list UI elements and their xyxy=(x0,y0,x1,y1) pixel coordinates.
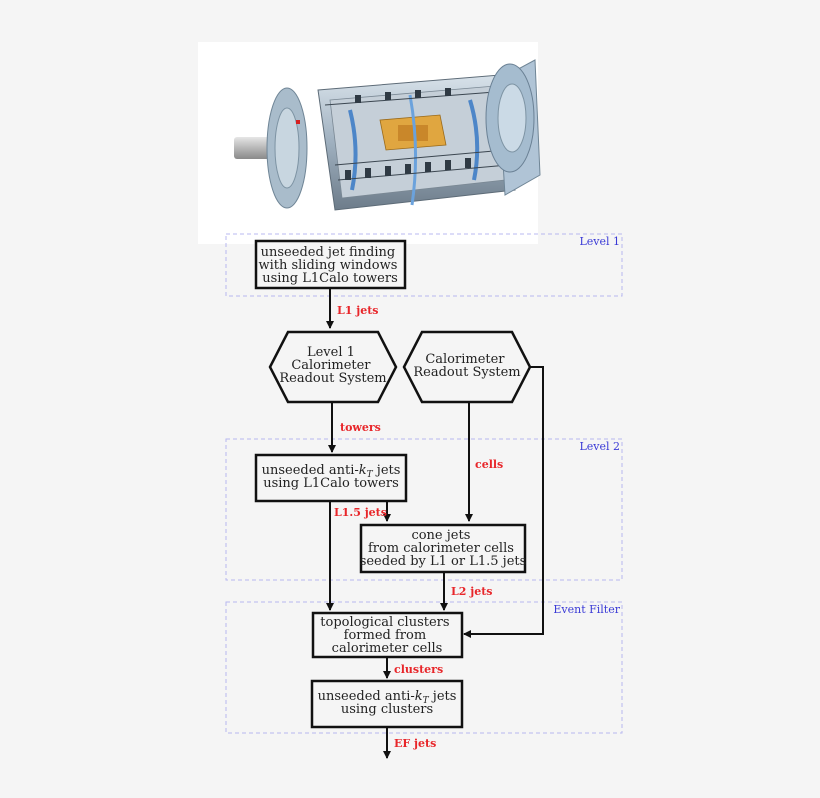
calo-readout-line-1: Calorimeter xyxy=(425,352,505,367)
antikt-l1calo-box: unseeded anti-kT jets using L1Calo tower… xyxy=(254,453,408,503)
l1-readout-line-3: Readout System xyxy=(279,371,386,386)
flow-label-clusters: clusters xyxy=(394,663,443,676)
event-filter-label: Event Filter xyxy=(553,603,620,616)
svg-text:Level 1 Calorimeter: Level 1 Calorimeter Readout System xyxy=(279,345,386,386)
calo-readout-line-2: Readout System xyxy=(413,365,520,380)
flow-label-towers: towers xyxy=(340,421,381,434)
antikt-clusters-line-2: using clusters xyxy=(341,702,433,717)
svg-text:unseeded jet finding wit: unseeded jet finding with sliding window… xyxy=(258,245,401,286)
topo-clusters-line-2: formed from xyxy=(344,628,427,643)
antikt-l1calo-line-2: using L1Calo towers xyxy=(263,476,399,491)
level-1-frame: Level 1 xyxy=(225,233,623,297)
arrow-calo-to-topo xyxy=(463,366,544,638)
antikt-clusters-box: unseeded anti-kT jets using clusters xyxy=(310,679,464,729)
level-1-label: Level 1 xyxy=(579,235,620,248)
flow-label-l1-jets: L1 jets xyxy=(337,304,378,317)
cone-jets-line-2: from calorimeter cells xyxy=(368,541,514,556)
jet-finding-line-3: using L1Calo towers xyxy=(262,271,398,286)
level-2-label: Level 2 xyxy=(579,440,620,453)
calo-readout-hexagon: Calorimeter Readout System xyxy=(402,330,532,404)
jet-finding-line-1: unseeded jet finding xyxy=(261,245,396,260)
flow-label-cells: cells xyxy=(475,458,503,471)
jet-finding-line-2: with sliding windows xyxy=(258,258,397,273)
cone-jets-line-3: seeded by L1 or L1.5 jets xyxy=(360,554,527,569)
event-filter-frame: Event Filter xyxy=(225,601,623,734)
flow-label-ef-jets: EF jets xyxy=(394,737,436,750)
cone-jets-line-1: cone jets xyxy=(411,528,470,543)
jet-finding-box: unseeded jet finding with sliding window… xyxy=(254,239,407,290)
level-2-frame: Level 2 xyxy=(225,438,623,581)
topo-clusters-line-1: topological clusters xyxy=(320,615,449,630)
l1-readout-hexagon: Level 1 Calorimeter Readout System xyxy=(268,330,398,404)
svg-text:cone jets from calorimet: cone jets from calorimeter cells seeded … xyxy=(360,528,527,569)
l1-readout-line-2: Calorimeter xyxy=(291,358,371,373)
flow-label-l15-jets: L1.5 jets xyxy=(334,506,387,519)
cone-jets-box: cone jets from calorimeter cells seeded … xyxy=(360,523,527,574)
svg-text:Calorimeter Readout Syst: Calorimeter Readout System xyxy=(413,352,520,380)
antikt-l1calo-line-1: unseeded anti-kT jets xyxy=(262,463,401,480)
flow-label-l2-jets: L2 jets xyxy=(451,585,492,598)
svg-text:topological clusters for: topological clusters formed from calorim… xyxy=(320,615,453,656)
topo-clusters-box: topological clusters formed from calorim… xyxy=(311,611,464,659)
flow-arrows xyxy=(326,288,544,759)
topo-clusters-line-3: calorimeter cells xyxy=(332,641,443,656)
atlas-detector-image xyxy=(198,42,541,244)
l1-readout-line-1: Level 1 xyxy=(307,345,355,360)
antikt-clusters-line-1: unseeded anti-kT jets xyxy=(318,689,457,706)
